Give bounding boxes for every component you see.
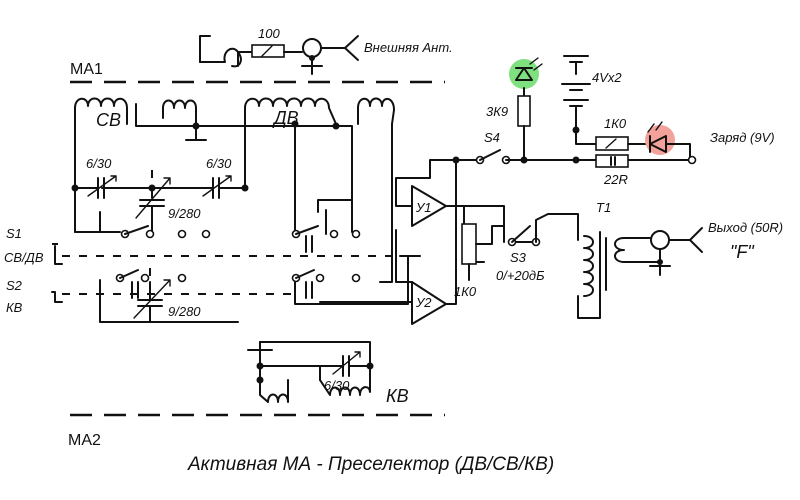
led-green-icon bbox=[509, 59, 539, 89]
switch-s4-label[interactable]: S4 bbox=[484, 130, 500, 145]
variable-cap-lower: 9/280 bbox=[133, 279, 201, 323]
charge-label: Заряд (9V) bbox=[710, 130, 775, 145]
ma2-label: МА2 bbox=[68, 432, 101, 449]
switch-s1[interactable]: S1 СВ/ДВ bbox=[4, 199, 420, 265]
output-antenna-icon bbox=[668, 227, 703, 253]
switch-s1-label: S1 bbox=[6, 226, 22, 241]
amplifier-u1: У1 bbox=[395, 159, 465, 227]
resistor-22r-label: 22R bbox=[603, 172, 628, 187]
variable-cap-upper-label: 9/280 bbox=[168, 206, 201, 221]
gain-label: 0/+20дБ bbox=[496, 268, 545, 283]
trimmer-cap-1-label: 6/30 bbox=[86, 156, 112, 171]
variable-cap-upper: 9/280 bbox=[123, 177, 201, 233]
trimmer-cap-2: 6/30 bbox=[189, 156, 246, 199]
amplifier-u2: У2 bbox=[319, 159, 457, 325]
transformer-t1-label: T1 bbox=[596, 200, 611, 215]
resistor-100-label: 100 bbox=[258, 26, 280, 41]
switch-s2-mode: КВ bbox=[6, 300, 23, 315]
coil-small bbox=[162, 99, 197, 129]
variable-cap-lower-label: 9/280 bbox=[168, 304, 201, 319]
resistor-100 bbox=[251, 44, 285, 58]
resistor-3k9 bbox=[517, 95, 531, 127]
ma1-label: МА1 bbox=[70, 61, 103, 78]
transformer-t1: T1 bbox=[563, 200, 661, 319]
output-connector: Выход (50R) "F" bbox=[649, 220, 783, 276]
coil-dv: ДВ bbox=[244, 97, 337, 128]
diagram-title: Активная МА - Преселектор (ДВ/СВ/КВ) bbox=[187, 454, 554, 475]
antenna-connector bbox=[302, 38, 322, 58]
gain-network: S3 0/+20дБ 1К0 bbox=[454, 205, 565, 299]
antenna-icon bbox=[320, 35, 359, 61]
switch-s2-label: S2 bbox=[6, 278, 23, 293]
potentiometer-label: 1К0 bbox=[454, 284, 477, 299]
potentiometer-1k0 bbox=[461, 223, 477, 265]
resistor-3k9-label: 3К9 bbox=[486, 104, 508, 119]
switch-s3-label[interactable]: S3 bbox=[510, 250, 527, 265]
amplifier-u1-label: У1 bbox=[415, 200, 432, 215]
battery-label: 4Vx2 bbox=[592, 70, 622, 85]
switch-s1-mode: СВ/ДВ bbox=[4, 250, 44, 265]
power-section: 3К9 4Vx2 S4 1К0 22R Заряд (9V) bbox=[455, 55, 775, 187]
cap-kv-label: 6/30 bbox=[324, 378, 350, 393]
coil-kv-label: КВ bbox=[386, 386, 409, 406]
switch-s2[interactable]: S2 КВ bbox=[6, 269, 361, 323]
external-antenna-label: Внешняя Ант. bbox=[364, 40, 453, 55]
trimmer-cap-1: 6/30 bbox=[74, 156, 125, 199]
amplifier-u2-label: У2 bbox=[415, 295, 432, 310]
output-label: Выход (50R) bbox=[708, 220, 783, 235]
coil-sv-label: СВ bbox=[96, 110, 121, 130]
coil-kv: 6/30 КВ bbox=[247, 255, 409, 406]
resistor-1k0-label: 1К0 bbox=[604, 116, 627, 131]
coil-right bbox=[357, 97, 395, 125]
external-antenna-input: 100 Внешняя Ант. bbox=[199, 26, 453, 75]
trimmer-cap-2-label: 6/30 bbox=[206, 156, 232, 171]
coil-sv: СВ bbox=[74, 97, 128, 130]
f-connector-label: "F" bbox=[730, 242, 755, 262]
